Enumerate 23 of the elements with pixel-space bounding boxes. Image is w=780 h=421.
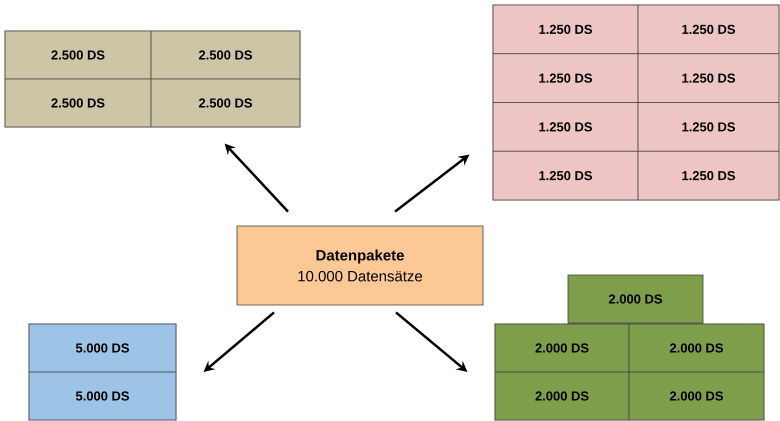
table-cell: 2.000 DS xyxy=(494,324,630,372)
table-cell: 5.000 DS xyxy=(28,372,176,420)
table-cell: 1.250 DS xyxy=(638,4,780,54)
table-cell: 1.250 DS xyxy=(638,150,780,200)
table-cell: 1.250 DS xyxy=(492,150,638,200)
table-cell: 5.000 DS xyxy=(28,324,176,372)
node-label: 1.250 DS xyxy=(682,24,735,34)
table-cell: 2.000 DS xyxy=(628,324,764,372)
node-label: 1.250 DS xyxy=(682,122,735,132)
table-cell: 1.250 DS xyxy=(638,102,780,152)
node-label: 1.250 DS xyxy=(682,74,735,83)
table-cell: 2.000 DS xyxy=(494,372,630,420)
table-cell: 2.500 DS xyxy=(4,30,152,80)
table-cell: 1.250 DS xyxy=(492,53,638,103)
table-cell: 2.000 DS xyxy=(568,274,704,324)
table-cell: 2.500 DS xyxy=(150,78,300,128)
table-cell: 1.250 DS xyxy=(492,4,638,54)
data-package-box: Datenpakete 10.000 Datensätze xyxy=(236,226,484,306)
table-cell: 1.250 DS xyxy=(492,102,638,152)
table-cell: 2.500 DS xyxy=(150,30,300,80)
table-cell: 2.500 DS xyxy=(4,78,152,128)
table-cell: 1.250 DS xyxy=(638,53,780,103)
table-cell: 2.000 DS xyxy=(628,372,764,420)
